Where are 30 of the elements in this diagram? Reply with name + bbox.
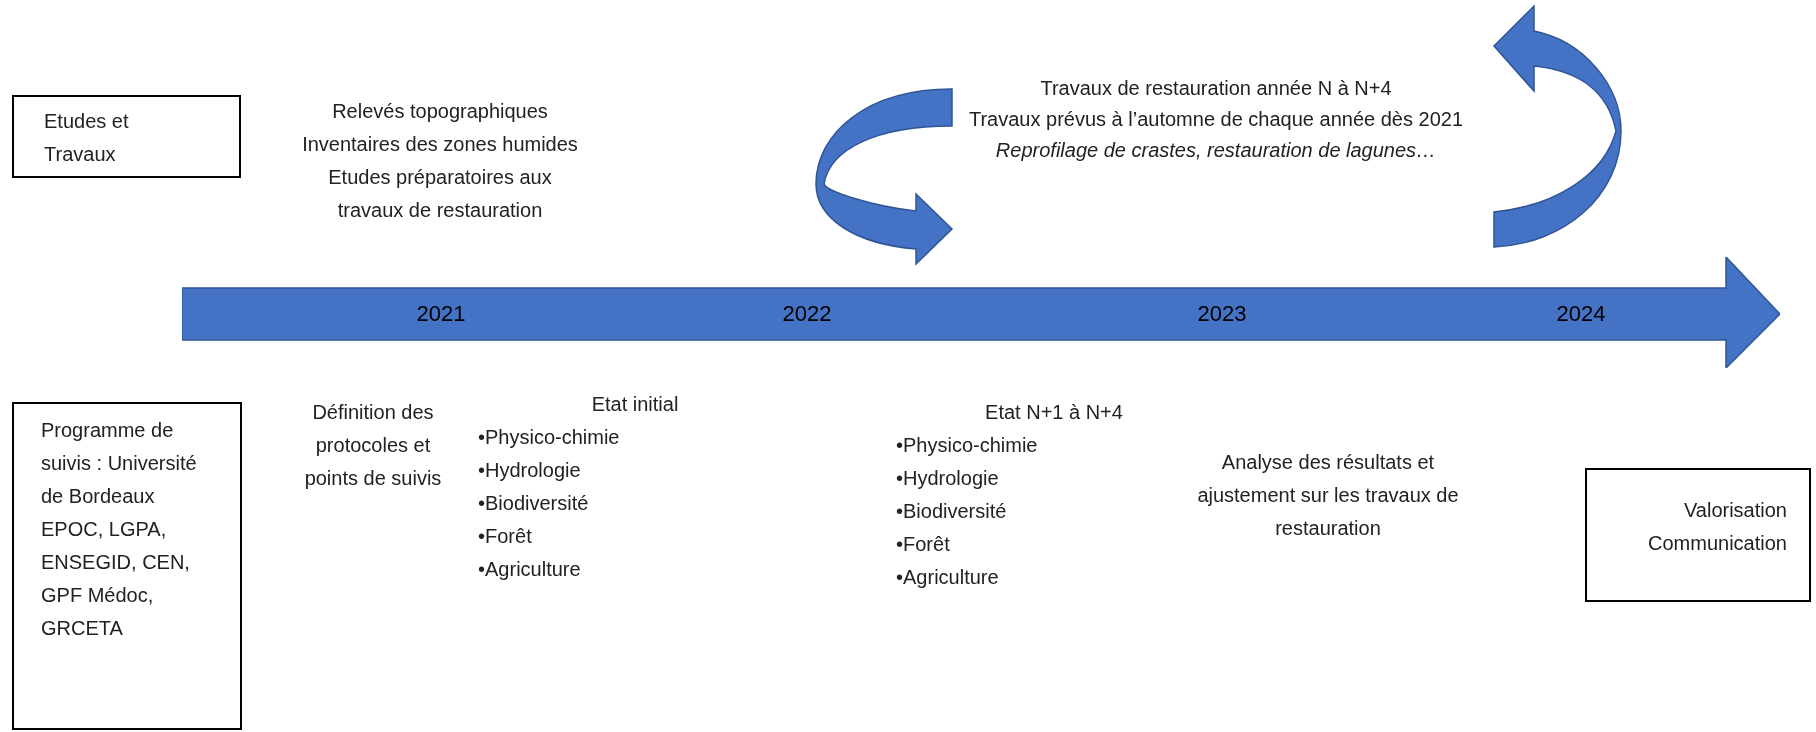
note-text: Travaux de restauration année N à N+4 (1039, 76, 1393, 101)
bullet-item: •Biodiversité (478, 491, 589, 516)
bullet-item: •Physico-chimie (478, 425, 620, 450)
note-text: Inventaires des zones humides (301, 132, 579, 157)
text-box (12, 402, 242, 730)
text-box (12, 95, 241, 178)
bullet-item: •Agriculture (478, 557, 581, 582)
box-text: Etudes et Travaux (44, 109, 130, 167)
bullet-item: •Physico-chimie (896, 433, 1038, 458)
bullet-item: •Hydrologie (478, 458, 581, 483)
year-label: 2021 (415, 301, 467, 327)
text-box (1585, 468, 1811, 602)
box-text: Valorisation Communication (1647, 498, 1787, 556)
note-text: Etat initial (590, 392, 680, 417)
year-label: 2024 (1555, 301, 1607, 327)
box-text: Programme de suivis : Université de Bordeaux EPOC, LGPA, ENSEGID, CEN, GPF Médoc, GRCETA (41, 418, 198, 641)
bullet-item: •Forêt (478, 524, 532, 549)
bullet-item: •Hydrologie (896, 466, 999, 491)
note-text: Travaux prévus à l’automne de chaque année dès 2021 (967, 107, 1464, 132)
note-text: Analyse des résultats et ajustement sur les travaux de restauration (1196, 450, 1460, 541)
bullet-item: •Biodiversité (896, 499, 1007, 524)
note-text: Définition des protocoles et points de suivis (303, 400, 443, 491)
note-text: Relevés topographiques (331, 99, 549, 124)
note-text: Etudes préparatoires aux travaux de restauration (327, 165, 553, 223)
year-label: 2022 (781, 301, 833, 327)
note-text: Etat N+1 à N+4 (984, 400, 1124, 425)
note-text: Reprofilage de crastes, restauration de lagunes… (994, 138, 1438, 163)
bullet-item: •Forêt (896, 532, 950, 557)
year-label: 2023 (1196, 301, 1248, 327)
bullet-item: •Agriculture (896, 565, 999, 590)
